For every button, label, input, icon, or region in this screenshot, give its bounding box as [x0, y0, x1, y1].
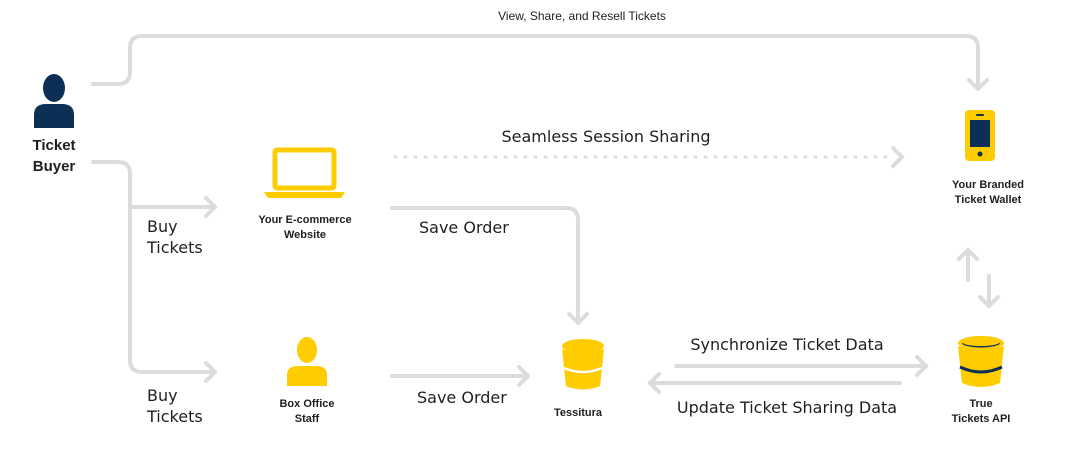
- wallet-api-down-arrowhead: [978, 295, 1000, 308]
- tessitura-bucket-icon: [562, 339, 604, 390]
- save-order-ecommerce-connector: [390, 206, 580, 324]
- update-arrowhead: [648, 372, 661, 394]
- ecommerce-label-line2: Website: [284, 229, 326, 241]
- session-sharing-label: Seamless Session Sharing: [502, 127, 711, 146]
- ticket-buyer-label-line2: Buyer: [33, 158, 76, 175]
- save-order-boxoffice-arrowhead: [517, 365, 530, 387]
- ticket-buyer-label-line1: Ticket: [32, 137, 75, 154]
- update-label: Update Ticket Sharing Data: [677, 398, 897, 417]
- sync-label: Synchronize Ticket Data: [690, 335, 883, 354]
- save-order-2-label: Save Order: [417, 388, 507, 407]
- buy-tickets-1-line1: Buy: [147, 217, 178, 236]
- wallet-api-up-arrowhead: [957, 248, 979, 261]
- wallet-label-line1: Your Branded: [952, 179, 1024, 191]
- true-tickets-label-line2: Tickets API: [952, 413, 1011, 425]
- session-sharing-arrowhead: [891, 146, 904, 168]
- wallet-label-line2: Ticket Wallet: [955, 194, 1022, 206]
- buy-boxoffice-arrowhead: [204, 361, 217, 383]
- box-office-label-line2: Staff: [295, 413, 320, 425]
- tessitura-label: Tessitura: [554, 407, 603, 419]
- view-share-label: View, Share, and Resell Tickets: [498, 9, 666, 23]
- ticket-buyer-person-icon: [34, 74, 74, 128]
- sync-arrowhead: [915, 355, 928, 377]
- box-office-person-icon: [287, 337, 327, 386]
- true-tickets-bucket-icon: [958, 336, 1004, 387]
- buy-tickets-1-line2: Tickets: [146, 238, 203, 257]
- wallet-phone-icon: [965, 110, 995, 161]
- box-office-label-line1: Box Office: [279, 398, 334, 410]
- ecommerce-laptop-icon: [264, 147, 345, 198]
- save-order-ecommerce-arrowhead: [567, 312, 589, 325]
- buy-tickets-2-line2: Tickets: [146, 407, 203, 426]
- buyer-branch-connector: [91, 160, 217, 374]
- view-share-arrowhead: [967, 78, 989, 91]
- view-share-connector: [91, 34, 980, 90]
- buy-ecommerce-arrowhead: [204, 196, 217, 218]
- buy-tickets-2-line1: Buy: [147, 386, 178, 405]
- save-order-1-label: Save Order: [419, 218, 509, 237]
- ecommerce-label-line1: Your E-commerce: [258, 214, 351, 226]
- true-tickets-label-line1: True: [969, 398, 992, 410]
